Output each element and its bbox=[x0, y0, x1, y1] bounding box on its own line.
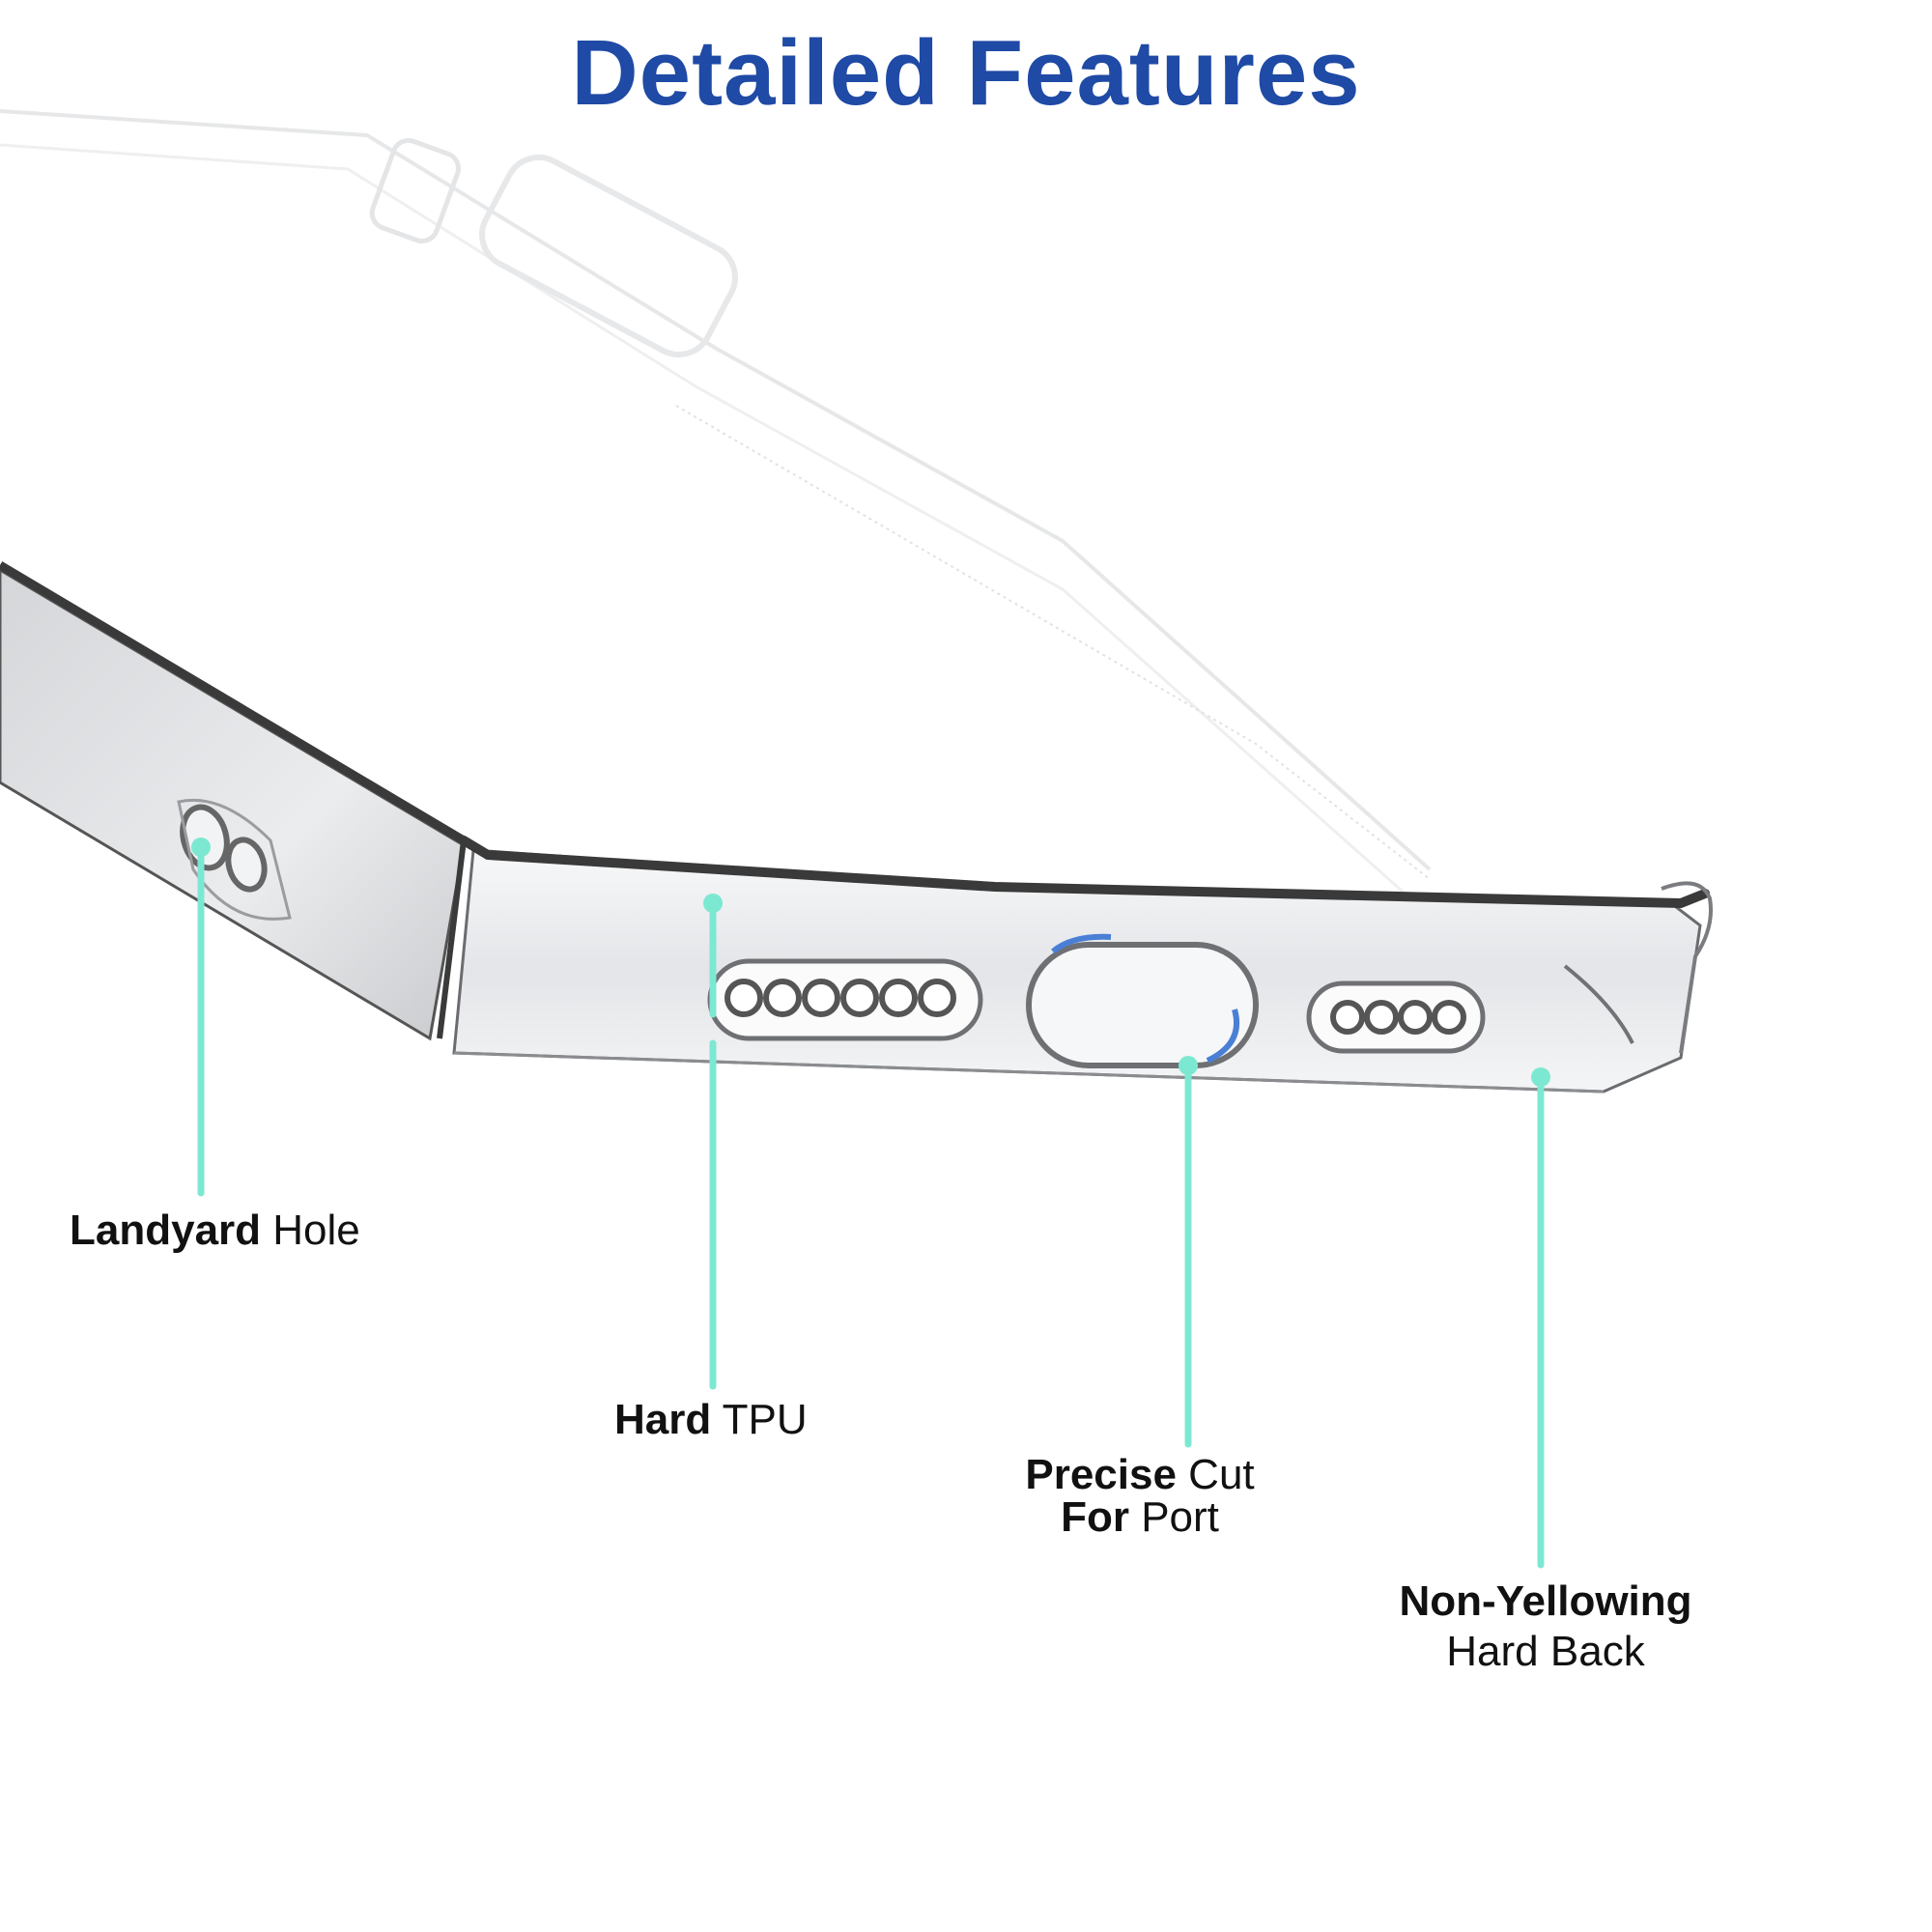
camera-cutout-icon bbox=[369, 137, 461, 244]
case-far-edge bbox=[0, 109, 1432, 900]
callout-hard-tpu: Hard TPU bbox=[614, 1396, 808, 1443]
callout-non-yellowing: Non-Yellowing Hard Back bbox=[1399, 1577, 1692, 1675]
callout-lanyard-hole: Landyard Hole bbox=[70, 1207, 360, 1254]
case-left-side bbox=[0, 568, 466, 1041]
callout-precise-cut: Precise Cut For Port bbox=[1025, 1451, 1255, 1541]
charging-port-icon bbox=[1026, 933, 1259, 1068]
lanyard-hole-icon bbox=[177, 798, 292, 921]
speaker-grille-icon-right bbox=[1306, 980, 1486, 1054]
button-cutout-icon bbox=[479, 154, 738, 358]
speaker-grille-icon bbox=[707, 958, 983, 1041]
callout-lines bbox=[191, 838, 1550, 1569]
page-title: Detailed Features bbox=[571, 21, 1361, 125]
